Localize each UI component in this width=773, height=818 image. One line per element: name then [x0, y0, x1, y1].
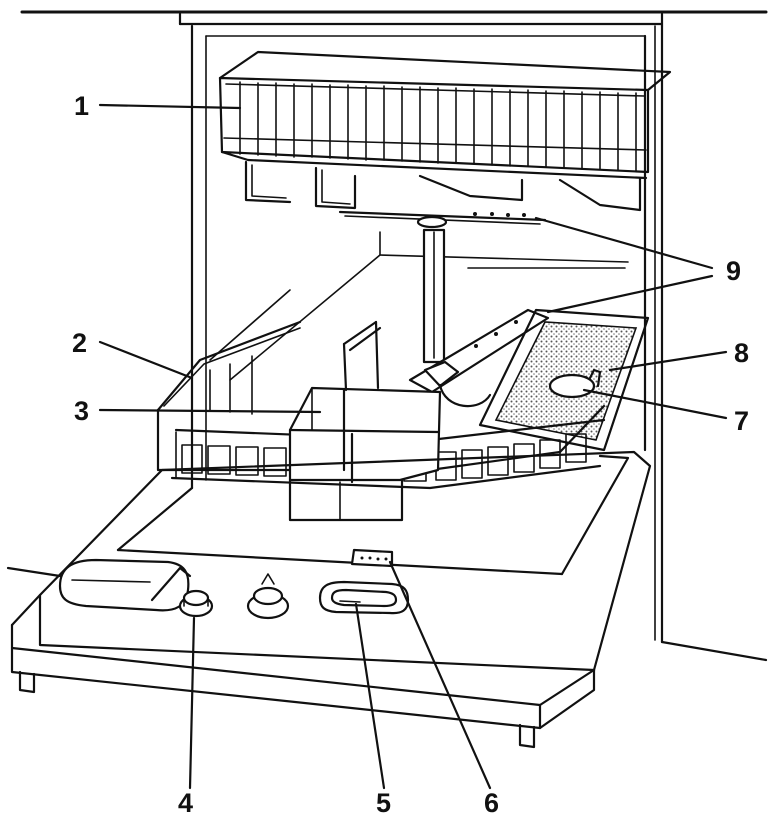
callout-7: 7	[734, 406, 749, 436]
callout-9: 9	[726, 256, 741, 286]
countertop	[6, 10, 768, 662]
upper-spray-arm	[338, 210, 547, 364]
knob-program	[246, 573, 290, 620]
cutlery-basket	[288, 320, 442, 522]
control-panel	[58, 548, 410, 620]
indicator-6	[350, 548, 394, 568]
callout-2: 2	[72, 328, 87, 358]
door	[10, 450, 652, 749]
knob-4	[178, 589, 214, 618]
callout-5: 5	[376, 788, 391, 818]
callout-8: 8	[734, 338, 749, 368]
callout-1: 1	[74, 91, 89, 121]
leader-lines	[98, 103, 728, 790]
door-handle-5	[318, 580, 410, 615]
lower-spray-arm	[408, 308, 550, 408]
upper-basket	[218, 50, 672, 212]
callout-3: 3	[74, 396, 89, 426]
callout-6: 6	[484, 788, 499, 818]
callouts: 1 2 3 4 5 6 7 8 9	[72, 91, 749, 818]
callout-4: 4	[178, 788, 193, 818]
